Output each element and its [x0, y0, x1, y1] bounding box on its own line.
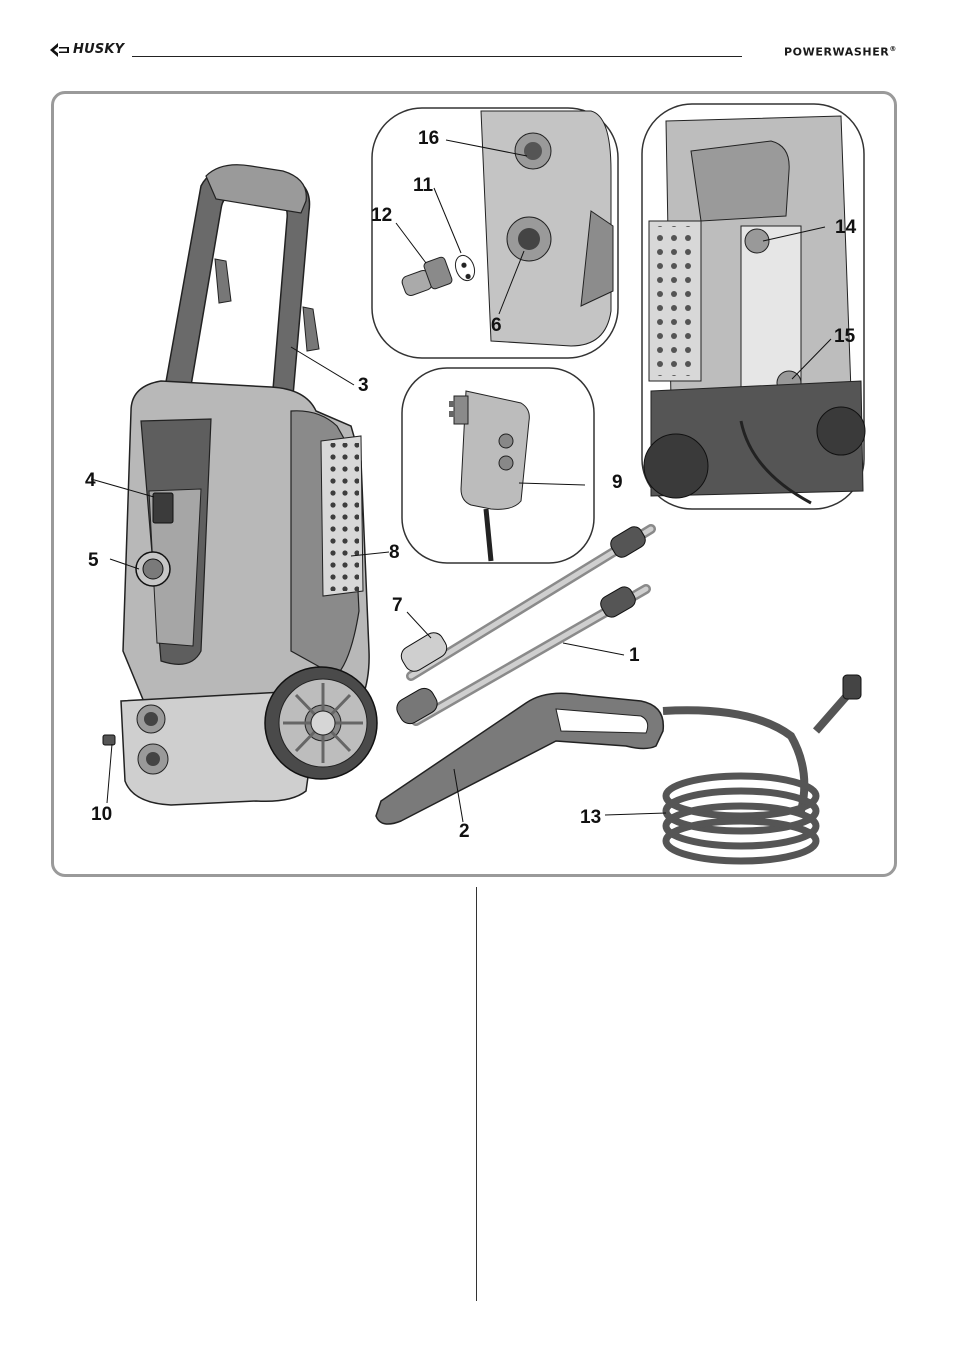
callout-1: 1	[629, 645, 640, 666]
washer-body-illustration	[103, 165, 377, 805]
callout-14: 14	[835, 217, 857, 238]
header-rule	[132, 56, 742, 57]
rear-view-inset	[642, 104, 865, 509]
powerwasher-parts-diagram: 1 2 3 4 5 6 7 8 9 10 11 12 13 14 15 16	[51, 91, 897, 877]
callout-5: 5	[88, 550, 99, 571]
product-name: POWERWASHER®	[784, 45, 897, 59]
parts-illustration-panel: 1 2 3 4 5 6 7 8 9 10 11 12 13 14 15 16	[51, 91, 897, 877]
callout-16: 16	[418, 128, 439, 149]
page-header: HUSKY POWERWASHER®	[0, 0, 953, 70]
product-label: POWERWASHER	[784, 46, 889, 59]
callout-9: 9	[612, 472, 623, 493]
registered-mark: ®	[889, 45, 897, 53]
callout-7: 7	[392, 595, 403, 616]
callout-8: 8	[389, 542, 400, 563]
callout-12: 12	[371, 205, 392, 226]
gfci-plug-inset	[402, 368, 594, 563]
column-divider	[476, 887, 477, 1301]
callout-13: 13	[580, 807, 601, 828]
callout-4: 4	[85, 470, 96, 491]
callout-15: 15	[834, 326, 856, 347]
husky-arrow-logo-icon	[50, 43, 70, 57]
callout-6: 6	[491, 315, 502, 336]
husky-logo: HUSKY	[50, 42, 124, 57]
callout-2: 2	[459, 821, 470, 842]
brand-name: HUSKY	[73, 42, 124, 57]
callout-11: 11	[413, 175, 434, 196]
callout-10: 10	[91, 804, 112, 825]
callout-3: 3	[358, 375, 369, 396]
